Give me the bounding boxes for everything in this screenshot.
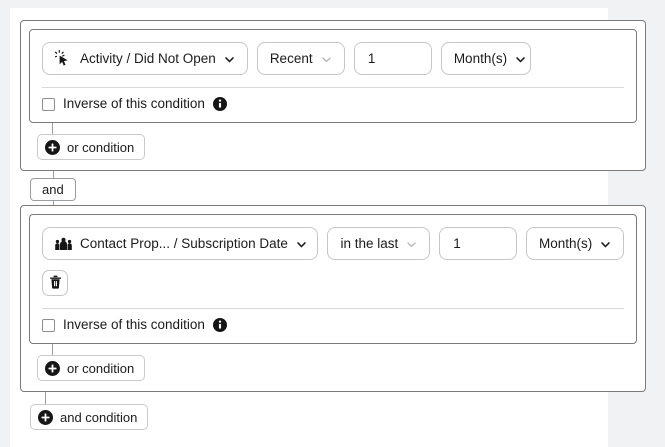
and-group-1: Activity / Did Not Open Recent [20,20,646,171]
chevron-down-icon [296,238,307,249]
or-group-2: Contact Prop... / Subscription Date in t… [29,214,637,344]
inverse-row-2: Inverse of this condition [42,309,624,343]
add-and-condition-button[interactable]: and condition [30,404,149,430]
plus-circle-icon [45,360,60,376]
field-select-activity[interactable]: Activity / Did Not Open [42,42,248,75]
plus-circle-icon [45,139,60,155]
operator-select-2-label: in the last [340,235,399,251]
and-condition-bar: and condition [20,392,646,430]
inverse-row-1: Inverse of this condition [42,88,624,122]
cursor-click-icon [55,50,72,67]
add-or-condition-label-2: or condition [67,360,135,376]
field-select-contact-property[interactable]: Contact Prop... / Subscription Date [42,227,319,260]
inverse-checkbox-1[interactable] [42,97,55,111]
unit-select-2[interactable]: Month(s) [526,227,624,260]
segment-condition-builder: Activity / Did Not Open Recent [20,20,646,430]
value-input-2[interactable]: 1 [439,227,517,260]
chevron-down-icon [515,53,526,64]
info-icon[interactable] [212,318,227,332]
operator-select-2[interactable]: in the last [327,227,431,260]
or-group-1: Activity / Did Not Open Recent [29,29,637,123]
value-input-1[interactable]: 1 [353,42,432,75]
connector-line [53,197,54,206]
trash-icon [49,275,62,292]
connector-line [45,392,46,405]
add-and-condition-label: and condition [60,409,138,425]
and-separator: and [20,171,646,206]
chevron-down-icon [406,238,417,249]
connector-line [52,123,53,135]
delete-condition-button[interactable] [42,270,68,296]
condition-divider-1 [42,87,624,88]
add-or-condition-label-1: or condition [67,139,135,155]
chevron-down-icon [600,238,611,249]
connector-line [52,344,53,356]
or-condition-bar-1: or condition [29,123,637,160]
unit-select-1-label: Month(s) [453,50,508,66]
value-input-2-value: 1 [453,235,461,251]
contacts-group-icon [55,235,72,252]
chevron-down-icon [224,53,235,64]
add-or-condition-button-2[interactable]: or condition [37,355,146,381]
condition-row-1: Activity / Did Not Open Recent [42,42,624,75]
inverse-checkbox-2[interactable] [42,318,55,332]
and-operator-pill[interactable]: and [30,178,76,201]
inverse-label-1: Inverse of this condition [63,96,205,112]
or-condition-bar-2: or condition [29,344,637,381]
value-input-1-value: 1 [367,50,376,66]
operator-select-1[interactable]: Recent [256,42,345,75]
and-group-2: Contact Prop... / Subscription Date in t… [20,205,646,392]
condition-divider-2 [42,308,624,309]
connector-line [53,171,54,179]
field-select-contact-property-label: Contact Prop... / Subscription Date [80,235,288,251]
info-icon[interactable] [212,97,227,111]
plus-circle-icon [38,409,53,425]
field-select-activity-label: Activity / Did Not Open [80,50,216,66]
operator-select-1-label: Recent [269,50,313,66]
unit-select-2-label: Month(s) [539,235,593,251]
unit-select-1[interactable]: Month(s) [440,42,531,75]
inverse-label-2: Inverse of this condition [63,317,205,333]
add-or-condition-button-1[interactable]: or condition [37,134,146,160]
chevron-down-icon [321,53,332,64]
condition-row-2: Contact Prop... / Subscription Date in t… [42,227,624,260]
